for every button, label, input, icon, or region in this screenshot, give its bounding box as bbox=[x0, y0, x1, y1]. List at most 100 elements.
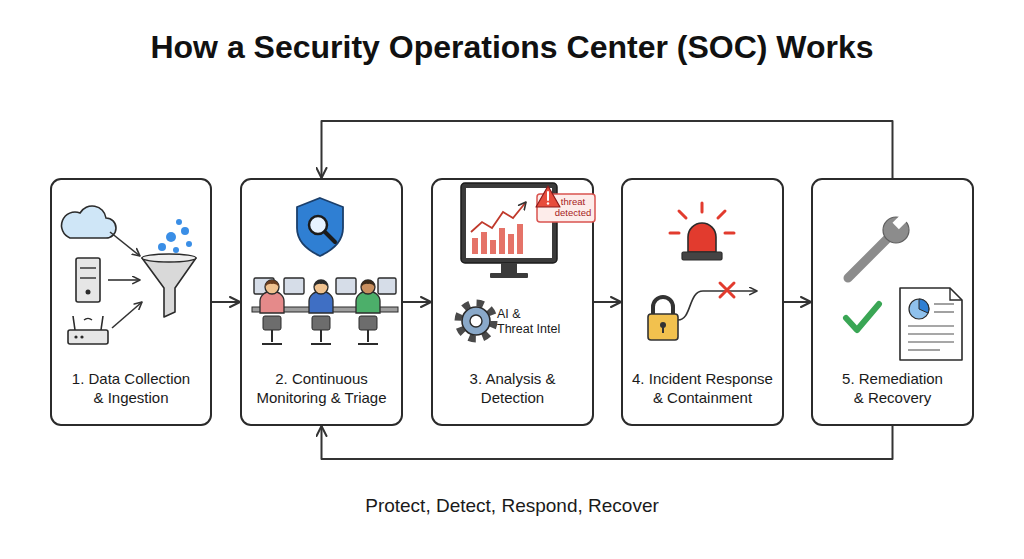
trend-line bbox=[471, 202, 526, 232]
flow-arrow bbox=[212, 301, 240, 303]
server-icon bbox=[76, 258, 100, 302]
block-cross bbox=[720, 283, 734, 297]
operator-head bbox=[265, 280, 279, 294]
chair-base bbox=[311, 343, 331, 345]
data-bubble bbox=[176, 219, 182, 225]
operator-head bbox=[314, 280, 328, 294]
gear-teeth bbox=[458, 303, 494, 339]
data-bubble bbox=[158, 243, 166, 251]
step-label: 2. Continuous Monitoring & Triage bbox=[249, 369, 394, 407]
process-box: 5. Remediation & Recovery bbox=[811, 178, 974, 426]
chart-bar bbox=[517, 224, 523, 254]
padlock-shackle bbox=[653, 297, 673, 316]
router-icon bbox=[68, 330, 108, 344]
operator-hair bbox=[361, 280, 375, 287]
alert-badge bbox=[537, 194, 595, 222]
pie-chart bbox=[909, 299, 929, 319]
padlock-keyhole bbox=[660, 322, 666, 328]
padlock-body bbox=[648, 314, 678, 340]
siren-ray bbox=[679, 211, 686, 218]
data-bubble bbox=[173, 247, 179, 253]
monitor-icon bbox=[284, 278, 304, 294]
pie-slice bbox=[919, 299, 929, 313]
input-arrow bbox=[108, 279, 140, 281]
gear-hub bbox=[470, 315, 482, 327]
document-line bbox=[908, 341, 954, 343]
document-line bbox=[908, 349, 940, 351]
input-arrow bbox=[112, 302, 142, 328]
chart-bar bbox=[508, 234, 514, 254]
wrench-jaw bbox=[893, 212, 911, 230]
router-light bbox=[74, 335, 77, 338]
document-line bbox=[908, 333, 954, 335]
wrench-head bbox=[883, 217, 909, 243]
step-label: 4. Incident Response & Containment bbox=[630, 369, 775, 407]
icon-caption: AI & Threat Intel bbox=[497, 307, 567, 337]
monitor-base bbox=[490, 273, 528, 278]
monitor-frame bbox=[461, 183, 557, 263]
monitor-icon bbox=[254, 278, 274, 294]
chair bbox=[312, 316, 330, 330]
warning-dot bbox=[547, 202, 549, 204]
flow-arrow bbox=[784, 301, 811, 303]
document-line bbox=[934, 311, 954, 313]
server-light bbox=[86, 290, 91, 295]
blocked-path bbox=[678, 291, 757, 320]
siren-base bbox=[682, 252, 722, 260]
process-box: 1. Data Collection & Ingestion bbox=[50, 178, 212, 426]
funnel-icon bbox=[142, 258, 196, 317]
chart-bar bbox=[472, 238, 478, 254]
warning-triangle bbox=[536, 186, 560, 207]
operator-head bbox=[361, 280, 375, 294]
block-cross bbox=[720, 283, 734, 297]
flow-arrow bbox=[322, 121, 893, 178]
document-line bbox=[908, 325, 954, 327]
diagram-title: How a Security Operations Center (SOC) W… bbox=[0, 28, 1024, 66]
router-antenna bbox=[73, 316, 75, 330]
router-light bbox=[80, 335, 83, 338]
process-box: 2. Continuous Monitoring & Triage bbox=[240, 178, 403, 426]
step-label: 3. Analysis & Detection bbox=[440, 369, 585, 407]
connector-group bbox=[212, 121, 893, 459]
chair-leg bbox=[320, 330, 322, 342]
siren-dome bbox=[688, 223, 716, 252]
operator-body bbox=[260, 291, 284, 313]
monitor-screen bbox=[466, 188, 552, 258]
document-line bbox=[934, 303, 954, 305]
operator-hair bbox=[265, 280, 279, 287]
gear-icon bbox=[462, 307, 490, 335]
monitor-icon bbox=[336, 278, 356, 294]
wrench-handle bbox=[848, 236, 890, 278]
data-bubble bbox=[186, 241, 192, 247]
report-document bbox=[900, 288, 962, 360]
operator-hair bbox=[314, 280, 328, 287]
diagram-caption: Protect, Detect, Respond, Recover bbox=[0, 494, 1024, 518]
shield-icon bbox=[297, 198, 343, 256]
chair-leg bbox=[367, 330, 369, 342]
chair-base bbox=[358, 343, 378, 345]
server-slot bbox=[80, 267, 96, 268]
process-box: 4. Incident Response & Containment bbox=[621, 178, 784, 426]
flow-arrow bbox=[322, 426, 893, 459]
siren-ray bbox=[718, 211, 725, 218]
padlock-keyhole bbox=[662, 326, 664, 333]
step-label: 1. Data Collection & Ingestion bbox=[69, 369, 194, 407]
operator-body bbox=[356, 291, 380, 313]
monitor-icon bbox=[378, 278, 396, 294]
alert-text: threat detected bbox=[553, 196, 593, 218]
chart-bar bbox=[490, 240, 496, 254]
chair-leg bbox=[271, 330, 273, 342]
data-bubble bbox=[181, 227, 189, 235]
step-label: 5. Remediation & Recovery bbox=[838, 369, 948, 407]
flow-arrow bbox=[403, 301, 431, 303]
magnifier-lens bbox=[309, 216, 327, 234]
cloud-icon bbox=[62, 206, 116, 238]
document-fold bbox=[950, 288, 962, 300]
warning-mark bbox=[547, 192, 549, 200]
siren-ray bbox=[670, 232, 679, 235]
chair-base bbox=[262, 343, 282, 345]
chair bbox=[359, 316, 377, 330]
siren-ray bbox=[701, 203, 704, 212]
